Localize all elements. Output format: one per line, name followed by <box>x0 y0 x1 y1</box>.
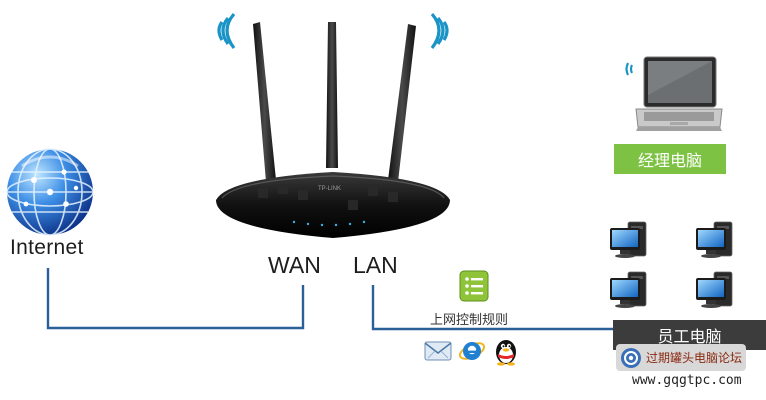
router-icon: TP-LINK <box>216 12 450 238</box>
staff-computer-4 <box>695 271 733 309</box>
watermark-forum-text: 过期罐头电脑论坛 <box>646 351 743 365</box>
staff-computers-icon <box>609 221 733 309</box>
watermark-site-url: www.gqgtpc.com <box>632 373 742 388</box>
wifi-icon-laptop <box>625 62 634 76</box>
wifi-icon-left <box>217 12 236 49</box>
watermark-badge: 过期罐头电脑论坛 <box>616 344 746 371</box>
access-rule-label: 上网控制规则 <box>430 313 509 328</box>
router-brand: TP-LINK <box>318 186 341 192</box>
document-list-icon <box>459 270 489 302</box>
staff-computer-2 <box>695 221 733 259</box>
forum-logo-icon <box>621 347 641 368</box>
lan-label: LAN <box>353 252 398 278</box>
staff-computer-3 <box>609 271 647 309</box>
wifi-icon-right <box>430 12 449 49</box>
internet-explorer-icon <box>458 342 486 360</box>
globe-icon <box>6 148 94 236</box>
laptop-icon <box>625 56 723 131</box>
lan-staff-line <box>371 285 614 331</box>
qq-penguin-icon <box>496 340 516 366</box>
manager-pc-label: 经理电脑 <box>614 144 726 174</box>
wan-label: WAN <box>268 252 321 278</box>
internet-label: Internet <box>10 236 84 259</box>
staff-computer-1 <box>609 221 647 259</box>
mail-icon <box>424 341 452 361</box>
internet-wan-line <box>46 268 305 330</box>
